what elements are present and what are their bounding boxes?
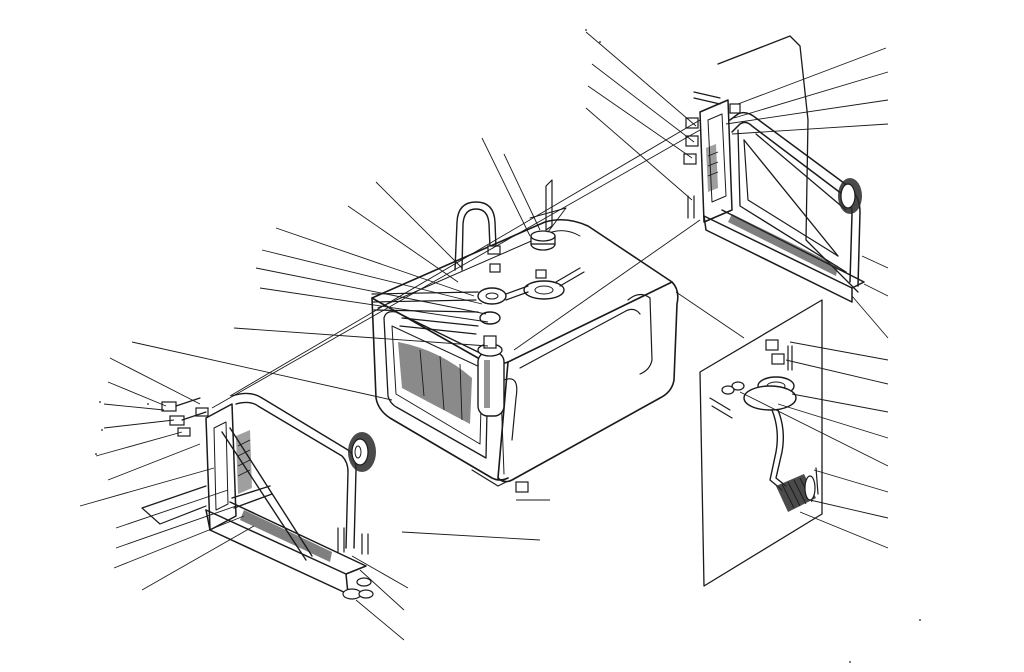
tank-top-face — [371, 218, 673, 366]
leader-line — [347, 205, 459, 283]
fuel-filter — [477, 335, 518, 441]
leader-line — [261, 249, 483, 305]
scan-speck — [95, 453, 97, 455]
leader-line — [791, 393, 889, 413]
leader-line — [733, 71, 889, 119]
leader-line — [739, 391, 889, 467]
projection-lines — [211, 119, 745, 409]
tank-filler-and-sender — [371, 179, 585, 441]
left-strap-roller — [348, 432, 376, 472]
leader-line — [591, 63, 695, 143]
sender-unit — [371, 267, 585, 335]
leader-line — [585, 31, 697, 127]
callout-leaders — [79, 29, 921, 663]
leader-line — [785, 359, 889, 385]
tank-end-groove — [627, 293, 653, 375]
leader-line — [375, 181, 463, 269]
leader-line — [799, 511, 889, 549]
leader-line — [481, 137, 531, 237]
leader-line — [95, 431, 183, 457]
leader-line — [401, 531, 541, 541]
leader-line — [731, 123, 889, 135]
leader-line — [587, 85, 693, 159]
left-bolts — [161, 397, 529, 600]
fuel-tank — [371, 218, 679, 487]
leader-line — [737, 47, 887, 105]
leader-line — [259, 287, 489, 323]
leader-line — [109, 357, 201, 405]
top-nuts — [487, 245, 547, 279]
leader-line — [861, 255, 889, 269]
leader-line — [813, 469, 889, 493]
left-bracket-plate — [205, 403, 237, 531]
leader-line — [503, 153, 541, 231]
chassis-frame — [717, 35, 859, 293]
leader-line — [809, 499, 889, 519]
leader-line — [275, 227, 475, 297]
leader-line — [113, 515, 245, 569]
leader-line — [863, 283, 889, 297]
scan-speck — [599, 41, 601, 43]
leader-line — [103, 419, 175, 429]
scan-speck — [99, 401, 101, 403]
tank-front-face — [371, 297, 509, 481]
leader-line — [79, 467, 215, 507]
leader-line — [851, 295, 889, 339]
scan-speck — [849, 661, 851, 663]
leader-line — [351, 555, 409, 589]
scan-speck — [147, 403, 149, 405]
upper-right-bracket-assembly — [683, 35, 865, 303]
leader-line — [107, 381, 167, 407]
lower-right-inset — [699, 299, 823, 587]
leader-line — [255, 267, 487, 315]
leader-line — [355, 599, 405, 641]
leader-line — [359, 569, 405, 611]
left-chassis-stub — [141, 485, 207, 525]
leader-line — [585, 107, 693, 201]
inset-panel — [699, 299, 823, 587]
leader-line — [141, 525, 255, 591]
strainer — [776, 467, 819, 512]
suction-tube — [769, 409, 783, 491]
leader-line — [777, 403, 889, 439]
leader-line — [107, 443, 201, 481]
scan-speck — [585, 29, 587, 31]
leader-line — [131, 341, 393, 401]
leader-line — [103, 403, 165, 411]
scan-speck — [919, 619, 921, 621]
leader-line — [115, 505, 237, 549]
leader-line — [115, 489, 229, 529]
right-strap-roller — [838, 178, 862, 214]
breather-pipe — [454, 201, 497, 271]
leader-line — [789, 341, 889, 361]
left-braces — [221, 427, 313, 561]
scan-speck — [101, 429, 103, 431]
leader-line — [233, 327, 489, 347]
leader-line — [725, 99, 889, 125]
filler-cap — [529, 179, 567, 251]
left-bracket-assembly — [141, 392, 529, 600]
